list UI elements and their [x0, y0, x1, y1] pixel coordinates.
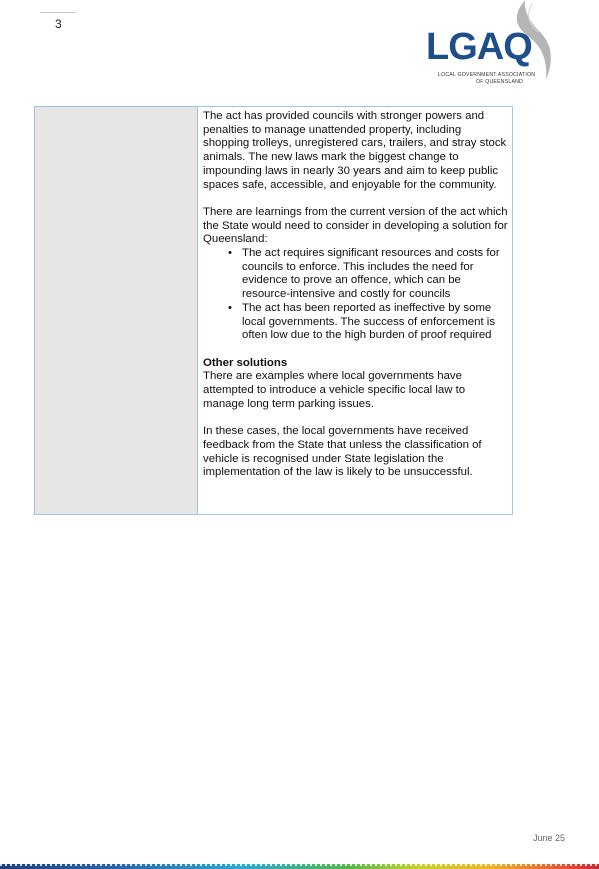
- page-number-rule: [40, 12, 76, 13]
- paragraph-other-solutions: There are examples where local governmen…: [203, 370, 466, 410]
- content-table: The act has provided councils with stron…: [34, 106, 513, 515]
- footer-dash-overlay: [0, 864, 599, 866]
- bullet-icon: •: [228, 247, 232, 260]
- paragraph-act-powers: The act has provided councils with stron…: [203, 110, 507, 191]
- logo-swoosh-icon: [516, 0, 551, 80]
- footer-color-strip: [0, 864, 599, 869]
- bullet-icon: •: [228, 301, 232, 314]
- right-cell: The act has provided councils with stron…: [203, 110, 509, 480]
- section-heading: Other solutions: [203, 356, 288, 369]
- list-item: •The act has been reported as ineffectiv…: [228, 301, 496, 342]
- paragraph-learnings: There are learnings from the current ver…: [203, 205, 508, 246]
- logo-wordmark: LGAQ: [426, 26, 533, 68]
- logo-subtitle-line1: LOCAL GOVERNMENT ASSOCIATION: [438, 72, 536, 78]
- list-item: •The act requires significant resources …: [228, 247, 500, 301]
- learnings-list: •The act requires significant resources …: [203, 247, 509, 343]
- logo-subtitle-line2: OF QUEENSLAND: [476, 79, 523, 85]
- paragraph-state-feedback: In these cases, the local governments ha…: [203, 425, 482, 479]
- left-cell: [35, 107, 198, 514]
- page-number: 3: [55, 17, 62, 31]
- lgaq-logo: LGAQ LOCAL GOVERNMENT ASSOCIATION OF QUE…: [420, 0, 570, 90]
- footer-date: June 25: [533, 833, 566, 843]
